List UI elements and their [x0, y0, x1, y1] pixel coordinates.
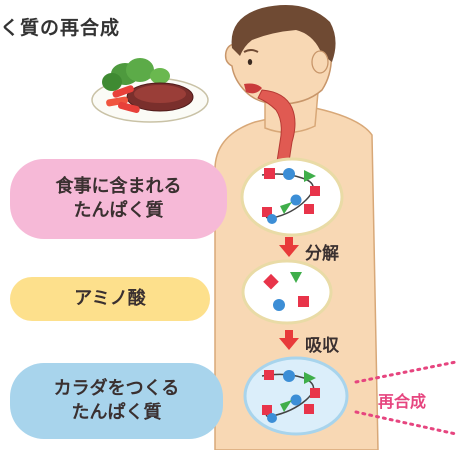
protein-chains-2-icon	[243, 356, 349, 436]
page-title: く質の再合成	[0, 17, 121, 39]
dietary-protein-line1: 食事に含まれる	[55, 175, 182, 197]
absorption-label: 吸収	[305, 336, 339, 356]
body-protein-line1: カラダをつくる	[53, 377, 180, 399]
absorption-arrow-icon	[279, 330, 299, 350]
resynthesis-rays	[354, 360, 458, 436]
breakdown-arrow-icon	[279, 237, 299, 257]
protein-chains-1-icon	[240, 157, 344, 237]
amino-acid-text: アミノ酸	[74, 287, 146, 309]
resynthesis-label: 再合成	[378, 392, 427, 411]
dietary-protein-label: 食事に含まれる たんぱく質	[10, 159, 227, 239]
dietary-protein-line2: たんぱく質	[73, 200, 164, 221]
food-plate-icon	[91, 58, 209, 123]
breakdown-label: 分解	[305, 244, 339, 264]
amino-acid-label: アミノ酸	[10, 277, 210, 321]
person-hair	[231, 5, 336, 63]
body-protein-label: カラダをつくる たんぱく質	[10, 363, 223, 439]
amino-acids-icon	[241, 259, 333, 325]
body-protein-line2: たんぱく質	[71, 402, 162, 423]
